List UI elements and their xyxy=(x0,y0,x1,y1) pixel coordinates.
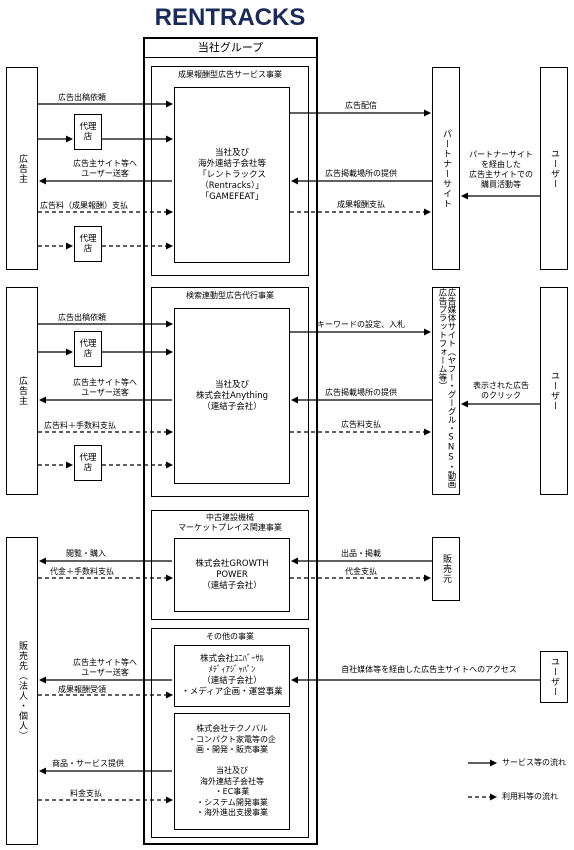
label-ad-delivery: 広告配信 xyxy=(345,101,377,110)
label-send-users-3: 広告主サイト等へ ユーザー送客 xyxy=(73,658,137,677)
group-title-divider xyxy=(144,57,317,58)
label-user-note-2: 表示された広告 のクリック xyxy=(473,381,529,400)
company-box-universal: 株式会社ﾕﾆﾊﾞｰｻﾙ ﾒﾃﾞｨｱｼﾞｬﾊﾟﾝ （連結子会社） ・メディア企画・… xyxy=(174,645,290,707)
seller-store-box: 販売元 xyxy=(432,537,460,601)
label-listing: 出品・掲載 xyxy=(341,549,381,558)
label-ad-request-2: 広告出稿依頼 xyxy=(58,313,106,322)
group-title: 当社グループ xyxy=(197,41,264,54)
label-send-users-1: 広告主サイト等へ ユーザー送客 xyxy=(73,159,137,178)
label-provide-space-2: 広告掲載場所の提供 xyxy=(325,388,397,397)
label-ad-request-1: 広告出稿依頼 xyxy=(58,93,106,102)
section-other-title: その他の事業 xyxy=(206,632,254,641)
label-reward-payment: 成果報酬支払 xyxy=(337,200,385,209)
label-fee-1: 広告料（成果報酬）支払 xyxy=(40,201,128,210)
label-fee-payment: 料金支払 xyxy=(70,789,102,798)
seller-box: 販売先（法人・個人） xyxy=(6,537,38,845)
logo: RENTRACKS xyxy=(154,4,306,31)
company-box-affiliate: 当社及び 海外連結子会社等 「レントラックス （Rentracks）」 「GAM… xyxy=(174,87,290,263)
section-affiliate-title: 成果報酬型広告サービス事業 xyxy=(178,70,282,79)
user-box-3: ユーザー xyxy=(540,651,568,703)
legend-service-flow: サービス等の流れ xyxy=(502,758,566,767)
label-ad-fee: 広告料支払 xyxy=(341,420,381,429)
agency-box: 代理 店 xyxy=(74,445,102,481)
user-box-2: ユーザー xyxy=(540,287,568,495)
ad-media-box: 広告媒体サイト（ヤフー・グーグル・SNS・動画広告プラットフォーム等） xyxy=(432,287,460,495)
partner-site-box: パートナーサイト xyxy=(432,67,460,270)
agency-box: 代理 店 xyxy=(74,331,102,367)
label-keyword: キーワードの設定、入札 xyxy=(317,320,405,329)
label-user-note-1: パートナーサイト を経由した 広告主サイトでの 購買活動等 xyxy=(469,150,533,189)
label-reward-received: 成果報酬受領 xyxy=(58,685,106,694)
user-box-1: ユーザー xyxy=(540,67,568,270)
label-goods: 商品・サービス提供 xyxy=(52,759,124,768)
agency-box: 代理 店 xyxy=(74,114,102,150)
section-machinery-title: 中古建設機械 マーケットプレイス関連事業 xyxy=(178,513,282,532)
agency-box: 代理 店 xyxy=(74,226,102,262)
company-box-machinery: 株式会社GROWTH POWER （連結子会社） xyxy=(174,538,290,612)
legend-fee-flow: 利用料等の流れ xyxy=(502,792,558,801)
label-fee-2: 広告料＋手数料支払 xyxy=(44,421,116,430)
label-browse: 閲覧・購入 xyxy=(66,549,106,558)
advertiser-box-1: 広告主 xyxy=(6,67,38,270)
company-box-search-ad: 当社及び 株式会社Anything （連結子会社） xyxy=(174,308,290,484)
label-provide-space-1: 広告掲載場所の提供 xyxy=(325,169,397,178)
company-box-technobal: 株式会社テクノバル ・コンパクト家電等の企 画・開発・販売事業 当社及び 海外連… xyxy=(174,713,290,830)
label-send-users-2: 広告主サイト等へ ユーザー送客 xyxy=(73,378,137,397)
label-pay: 代金＋手数料支払 xyxy=(50,567,114,576)
section-search-ad-title: 検索連動型広告代行事業 xyxy=(186,291,274,300)
label-payment: 代金支払 xyxy=(345,567,377,576)
advertiser-box-2: 広告主 xyxy=(6,287,38,495)
label-access: 自社媒体等を経由した広告主サイトへのアクセス xyxy=(341,665,517,674)
